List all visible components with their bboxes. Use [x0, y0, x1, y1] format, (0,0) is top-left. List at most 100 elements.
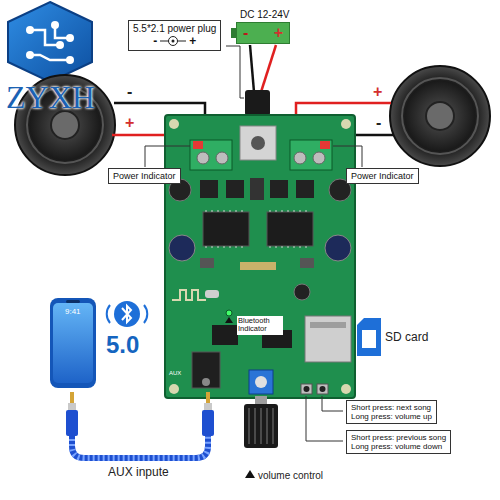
right-speaker: [390, 66, 490, 166]
pcb-board: [305, 316, 351, 362]
volume-knob: [248, 408, 250, 444]
pcb-board: [250, 178, 264, 200]
brand-watermark: ZYXH: [6, 80, 95, 115]
plug-symbol: [172, 40, 175, 43]
box-text: Power Indicator: [113, 171, 176, 181]
logo-icon: [30, 55, 70, 60]
box-text: Long press: volume up: [351, 412, 432, 421]
volume-knob: [266, 408, 268, 444]
logo-icon: [56, 41, 64, 49]
aux-cable: [72, 434, 208, 458]
bluetooth-icon: [107, 305, 110, 323]
pcb-board: [290, 140, 332, 170]
volume-knob: [249, 408, 273, 444]
polarity-sign: -: [376, 114, 381, 132]
pcb-board: [325, 235, 351, 261]
cable-label: AUX inpute: [108, 466, 169, 479]
aux-cable: [66, 392, 214, 458]
volume-knob: [272, 408, 274, 444]
sd-card-icon: [362, 330, 376, 348]
aux-cable: [206, 392, 210, 404]
pcb-board: [240, 262, 276, 270]
logo-icon: [51, 21, 59, 29]
polarity-sign: -: [153, 35, 157, 49]
pcb-board: [294, 284, 310, 300]
logo-icon: [26, 26, 34, 34]
plug-symbol: -+: [133, 35, 216, 49]
bluetooth-icon: [144, 305, 147, 323]
pcb-board: [212, 325, 238, 345]
part-label: SD card: [385, 331, 428, 344]
plug-symbol: [169, 37, 178, 46]
pcb-board: [169, 235, 195, 261]
pcb-board: [301, 384, 312, 394]
left-speaker: [51, 111, 79, 139]
box-text: Power Indicator: [351, 171, 414, 181]
pcb-board: [300, 258, 314, 268]
pcb-board: [341, 119, 351, 129]
polarity-sign: -: [243, 24, 248, 42]
pcb-board: [197, 152, 209, 164]
leader-lines: [322, 396, 343, 411]
pcb-board: [296, 180, 314, 198]
pcb-board: [294, 152, 306, 164]
polarity-sign: +: [274, 24, 283, 42]
leader-lines: [145, 146, 190, 167]
pcb-board: [202, 378, 210, 386]
polarity-sign: +: [373, 83, 382, 101]
pcb-board: [251, 136, 265, 150]
leader-lines: [306, 396, 343, 441]
leader-lines: [145, 46, 362, 441]
bluetooth-icon: [122, 306, 131, 322]
pcb-board: [190, 140, 232, 170]
pcb-board: [320, 141, 330, 149]
board-marking: AUX: [169, 370, 181, 377]
pcb-board: [267, 212, 313, 246]
callout-box: 5.5*2.1 power plug-+: [128, 20, 221, 51]
power-cable: [261, 45, 276, 92]
logo-icon: [66, 34, 74, 42]
pcb-board: [249, 370, 273, 394]
volume-knob: [254, 408, 256, 444]
pcb-board: [206, 210, 306, 248]
logo-icon: [8, 2, 92, 82]
volume-knob: [244, 396, 278, 478]
power-source: DC 12-24V-+: [236, 22, 290, 44]
bluetooth-version: 5.0: [106, 332, 139, 358]
callout-box: Power Indicator: [108, 168, 181, 184]
pcb-board: [255, 376, 267, 388]
phone-icon: [50, 298, 96, 388]
pcb-board: [240, 126, 276, 160]
leader-lines: [226, 46, 244, 98]
callout-box: Short press: previous songLong press: vo…: [346, 430, 451, 454]
right-speaker: [426, 102, 454, 130]
pcb-board: [165, 115, 355, 398]
phone-icon: [66, 300, 80, 303]
pcb-board: [304, 386, 310, 392]
pcb-board: [206, 210, 242, 212]
logo-icon: [26, 51, 34, 59]
phone-clock: 9:41: [65, 308, 81, 317]
pcb-board: [270, 210, 306, 212]
pcb-board: [205, 290, 219, 298]
pcb-board: [310, 322, 346, 328]
volume-knob: [260, 408, 262, 444]
power-cable: [245, 90, 270, 116]
polarity-sign: -: [127, 83, 132, 101]
pcb-board: [169, 119, 179, 129]
aux-cable: [70, 392, 74, 404]
logo-icon: [66, 56, 74, 64]
aux-cable: [204, 403, 212, 411]
volume-knob: [245, 470, 255, 478]
box-text: Short press: previous song: [351, 433, 446, 442]
leader-lines: [333, 146, 362, 167]
pcb-board: [169, 384, 179, 394]
pcb-board: [270, 180, 288, 198]
sd-card-icon: [357, 318, 381, 356]
voltage-label: DC 12-24V: [240, 9, 289, 21]
right-speaker: [402, 78, 478, 154]
logo-icon: [26, 21, 74, 64]
pcb-board: [193, 141, 203, 149]
